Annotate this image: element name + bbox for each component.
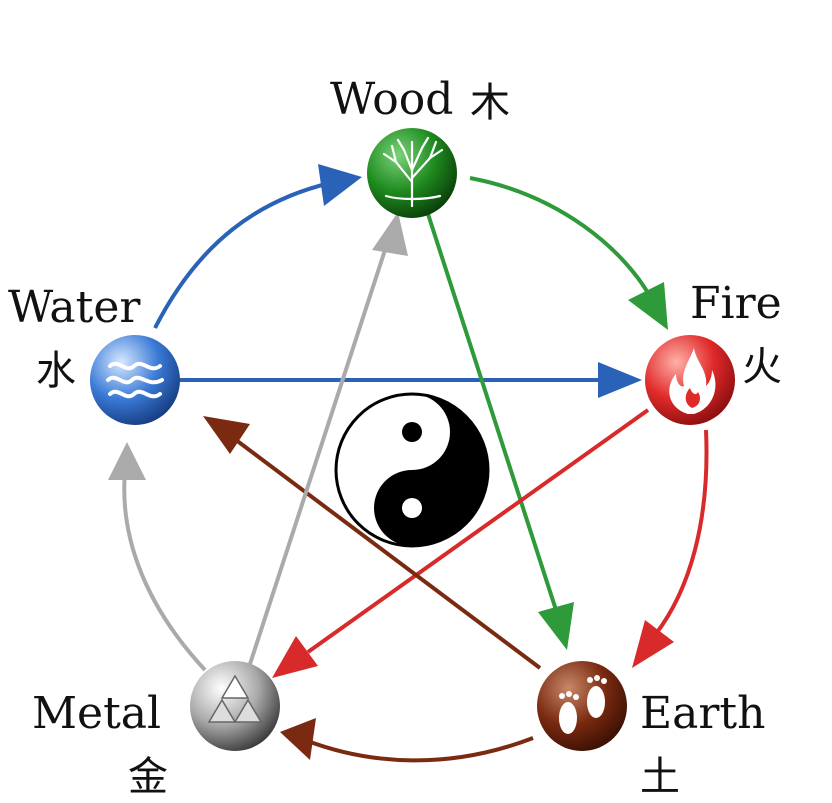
earth-char: 土: [640, 754, 680, 800]
arrow-wood-to-earth: [426, 213, 558, 611]
tree-icon: [382, 136, 444, 208]
water-node: [90, 335, 180, 425]
fire-char: 火: [742, 344, 782, 390]
arrowhead-water-to-fire: [598, 362, 642, 398]
arrowhead-wood-to-earth: [538, 602, 574, 650]
wood-label: Wood: [330, 74, 453, 125]
arrowhead-water-to-wood: [318, 164, 362, 206]
arrow-water-to-wood: [153, 181, 331, 329]
arrow-fire-to-metal: [306, 408, 650, 654]
metal-node: [190, 661, 280, 751]
waves-icon: [106, 361, 164, 399]
arrow-metal-to-water: [122, 471, 207, 672]
arrow-earth-to-water: [234, 438, 542, 670]
arrowhead-earth-to-water: [203, 416, 250, 454]
earth-node: [537, 661, 627, 751]
yin-yang-icon: [334, 392, 490, 548]
water-label: Water: [8, 282, 141, 333]
arrowhead-earth-to-metal: [280, 718, 316, 760]
arrowhead-metal-to-wood: [372, 212, 408, 256]
arrowhead-fire-to-metal: [272, 636, 318, 678]
fire-label: Fire: [690, 278, 782, 329]
wood-char: 木: [470, 80, 510, 126]
arrow-fire-to-earth: [653, 429, 709, 637]
metal-label: Metal: [32, 688, 161, 739]
arrow-metal-to-wood: [248, 249, 387, 665]
arrow-wood-to-fire: [469, 176, 654, 301]
earth-label: Earth: [640, 688, 765, 739]
flame-icon: [669, 348, 716, 414]
fire-node: [645, 335, 735, 425]
wood-node: [367, 128, 457, 218]
metal-char: 金: [128, 754, 168, 800]
arrowhead-wood-to-fire: [628, 282, 668, 330]
arrow-earth-to-metal: [304, 736, 534, 763]
water-char: 水: [36, 348, 76, 394]
arrowhead-fire-to-earth: [632, 620, 674, 668]
arrowhead-metal-to-water: [108, 442, 146, 480]
footprints-icon: [559, 675, 607, 734]
triforce-icon: [207, 674, 263, 723]
